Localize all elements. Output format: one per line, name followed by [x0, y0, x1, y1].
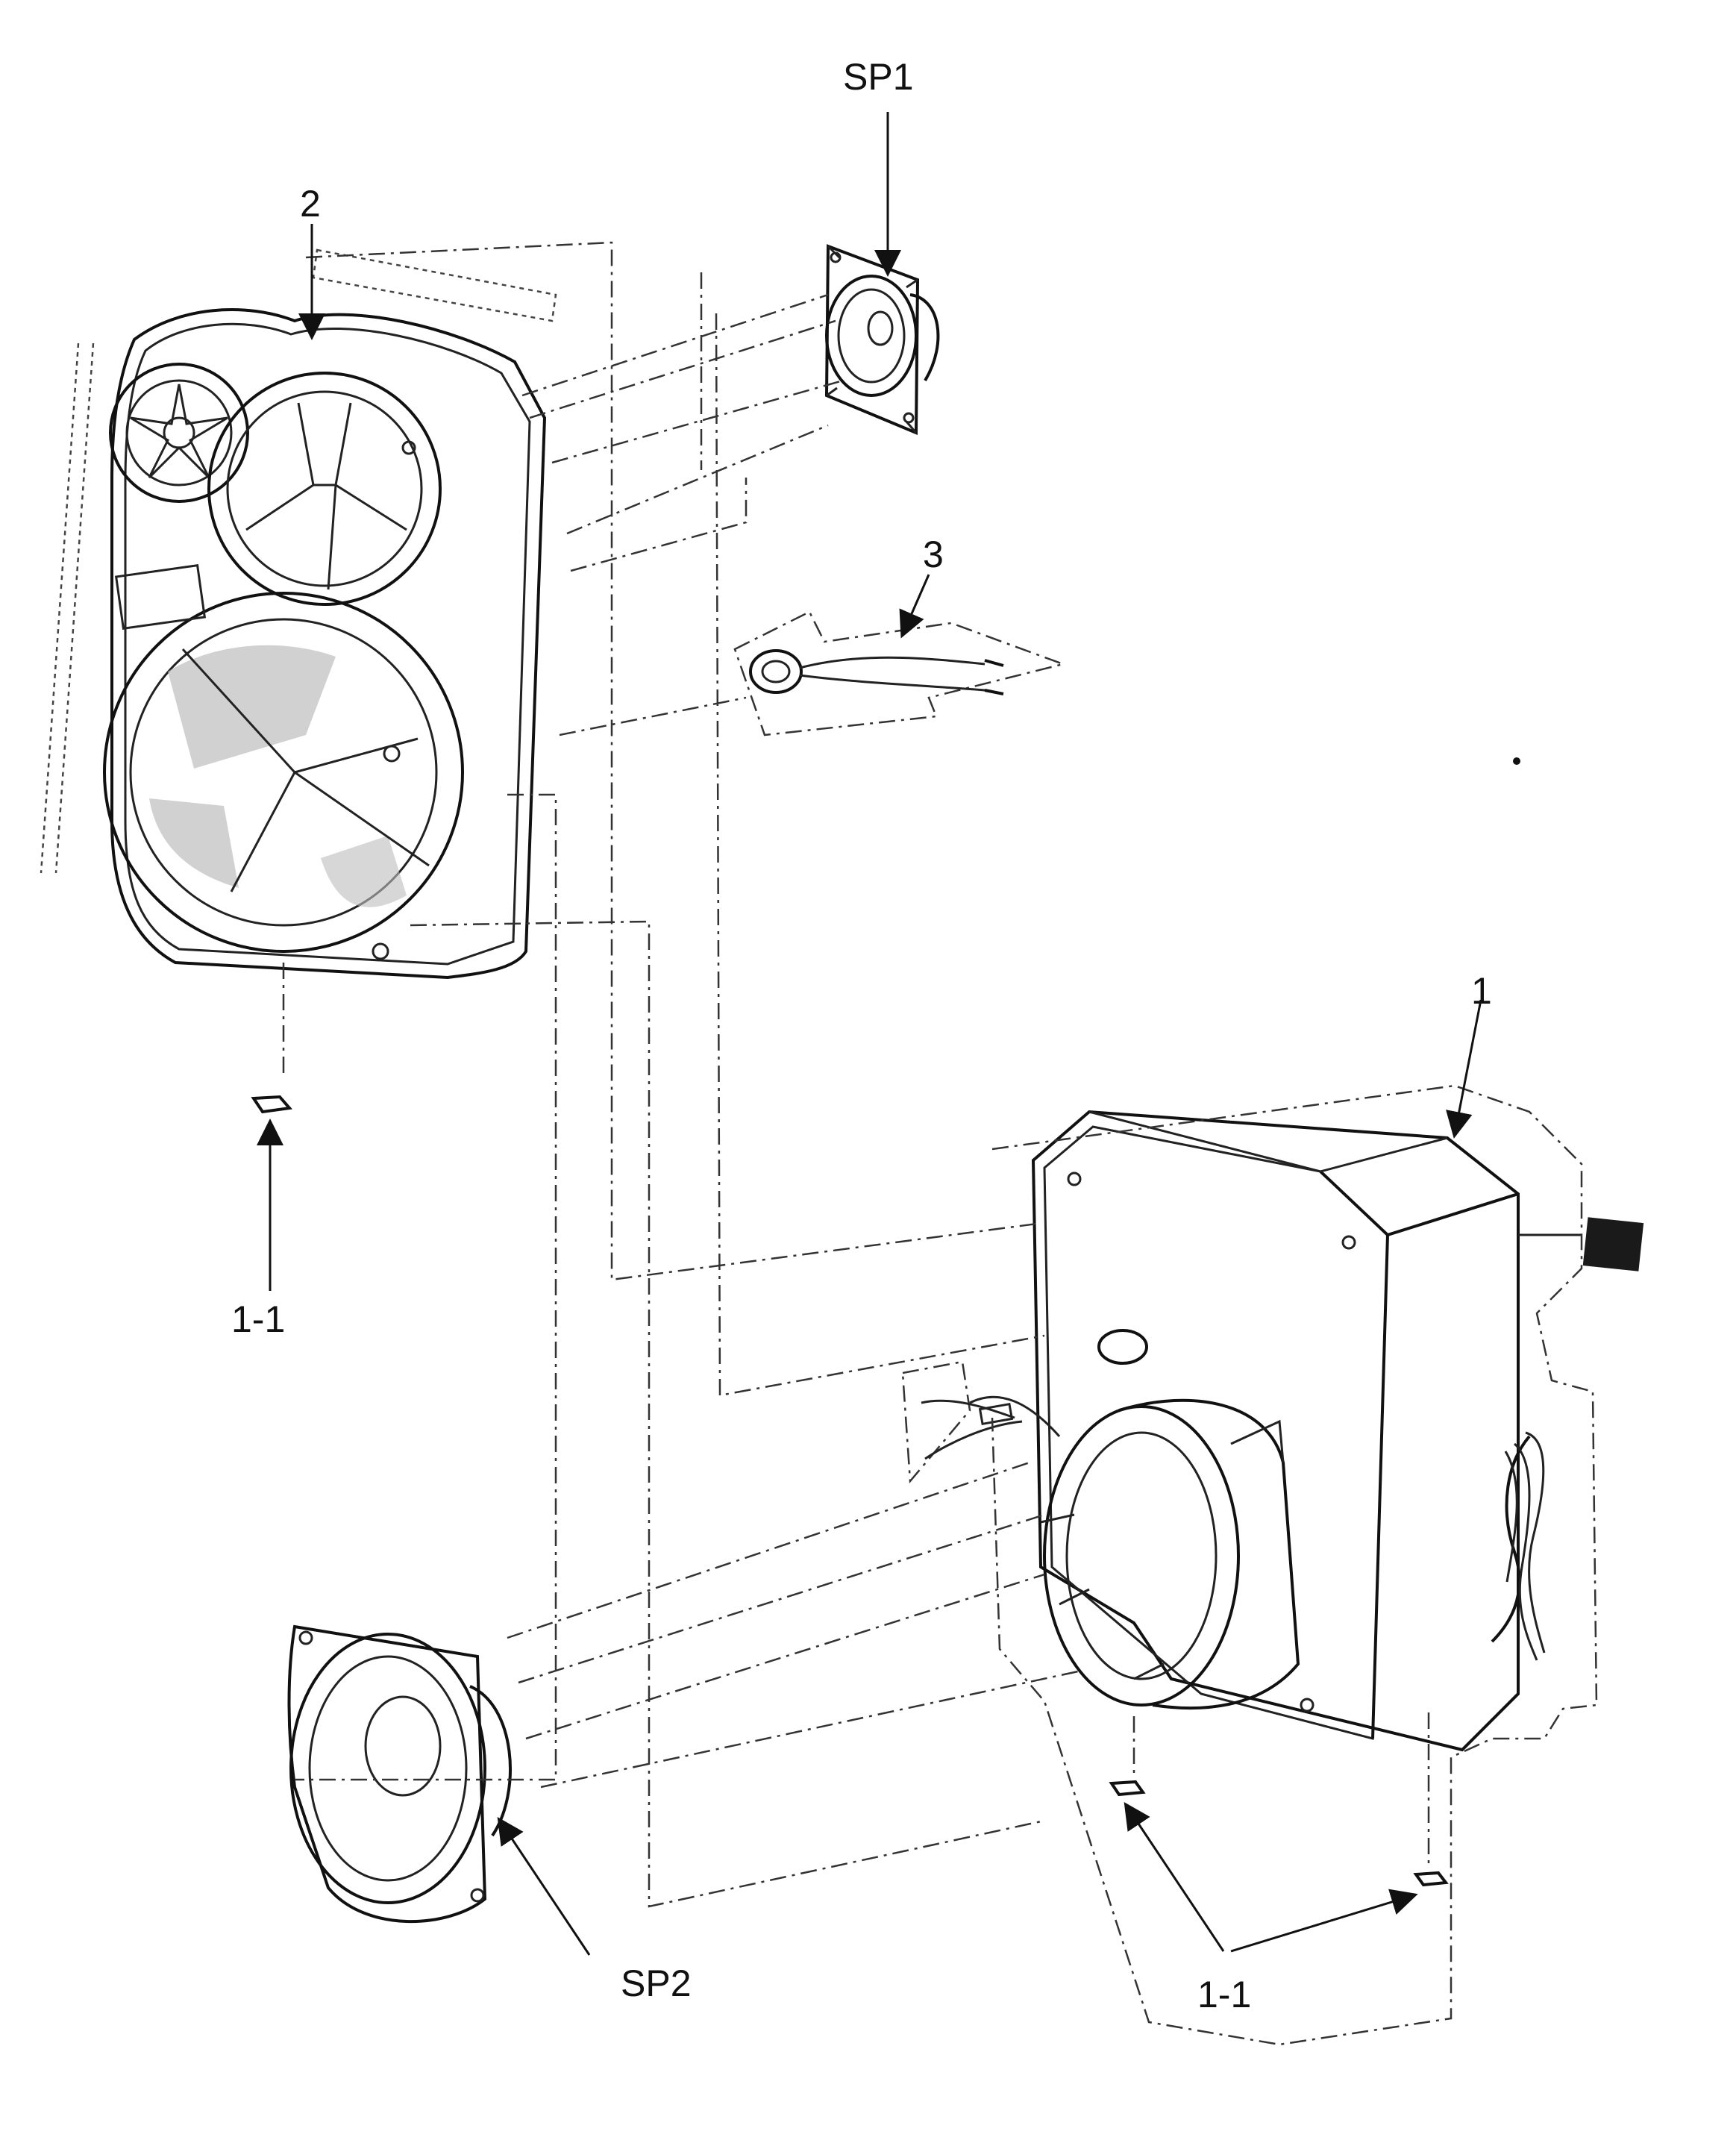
sp2-woofer: [287, 1624, 512, 1923]
label-part-3: 3: [923, 534, 944, 575]
foot-pad-right-b: [1413, 1871, 1449, 1887]
front-grille-panel: [40, 248, 557, 980]
label-part-1-1-left: 1-1: [231, 1298, 285, 1340]
label-sp2: SP2: [621, 1962, 692, 2004]
sp1-tweeter: [824, 244, 940, 435]
label-part-1: 1: [1471, 970, 1492, 1012]
foot-pad-left: [251, 1095, 292, 1114]
part-1-cabinet: [901, 1110, 1644, 1752]
leader-lines: [282, 241, 1598, 2046]
part-3-capacitor: [733, 610, 1067, 736]
label-part-1-1-right: 1-1: [1197, 1974, 1251, 2015]
callout-arrows: [257, 112, 1482, 1956]
speck: [1513, 757, 1520, 765]
label-sp1: SP1: [843, 56, 914, 98]
foot-pad-right-a: [1109, 1780, 1146, 1797]
label-part-2: 2: [300, 183, 321, 225]
